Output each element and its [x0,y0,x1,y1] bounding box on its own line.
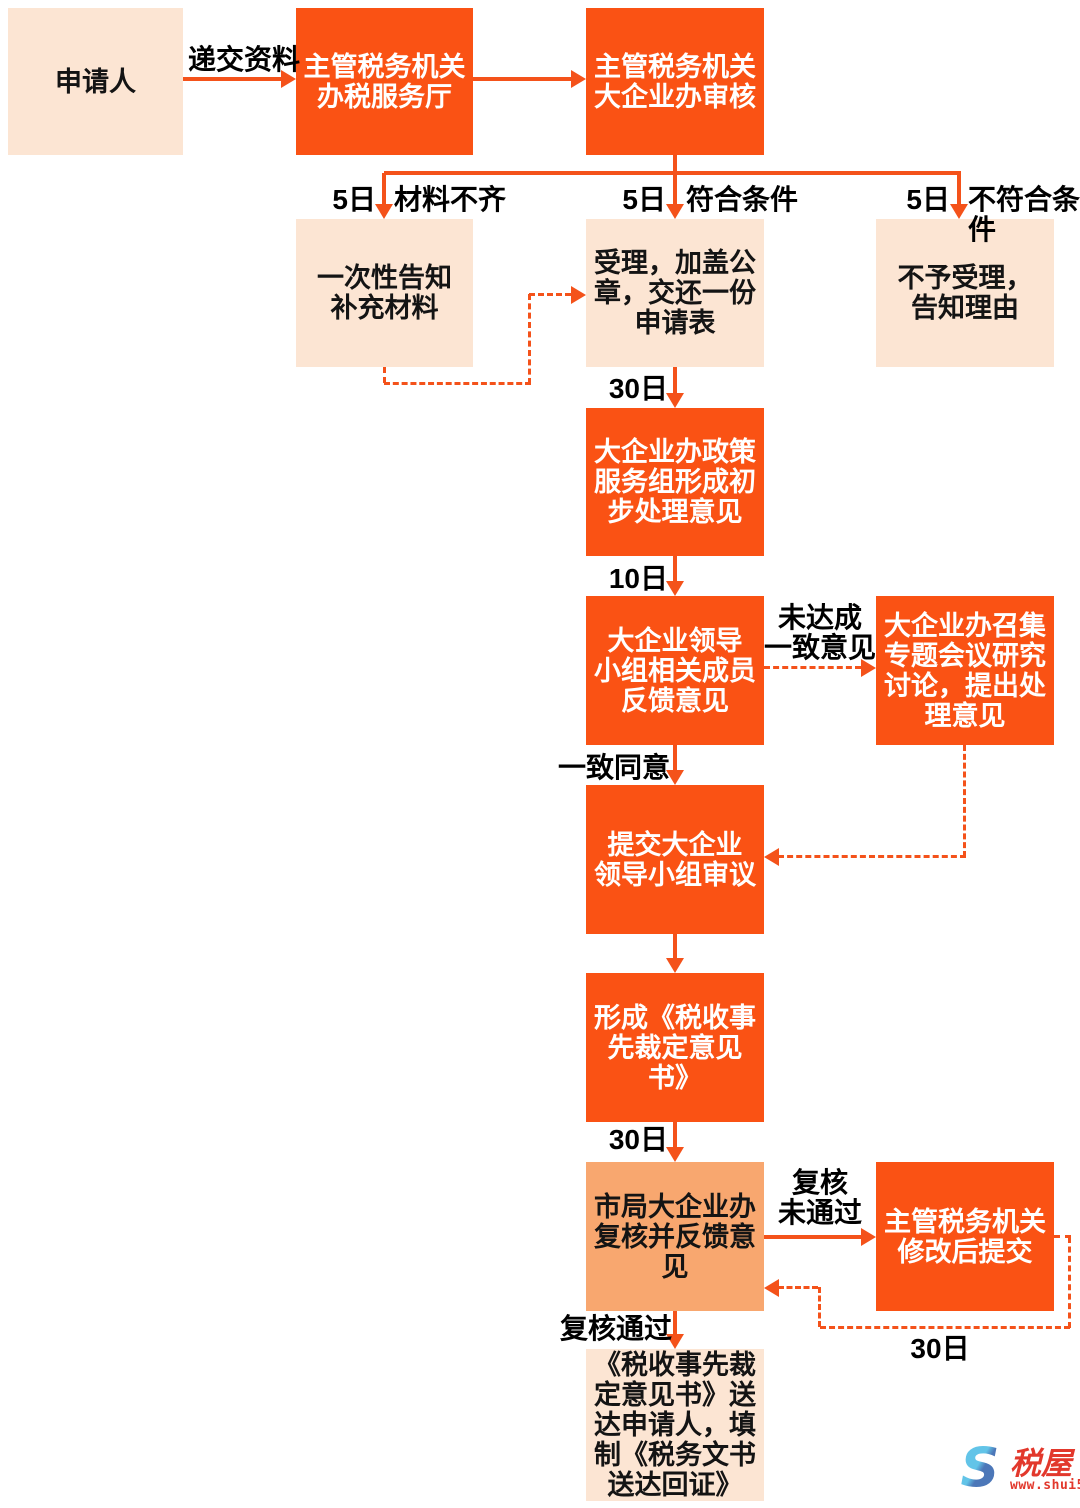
edge-modify-city-dash [1054,1235,1071,1238]
watermark: S 税屋 www.shui5.cn [952,1436,1080,1499]
arrowhead-down-icon [666,958,684,973]
edge-policy-leaders-line [673,556,677,582]
node-service-hall: 主管税务机关 办税服务厅 [296,8,473,155]
svg-text:S: S [961,1442,1000,1494]
arrowhead-right-icon [571,286,586,304]
arrowhead-down-icon [666,1147,684,1162]
edge-modify-city-dash [820,1326,1070,1329]
node-leaders-feedback: 大企业领导 小组相关成员 反馈意见 [586,596,764,745]
edge-accept-policy-line [673,367,677,394]
edge-review-reject-line [957,173,961,205]
node-review: 主管税务机关 大企业办审核 [586,8,764,155]
edge-leaders-meeting-dash [764,666,861,669]
arrowhead-down-icon [666,1334,684,1349]
node-city-review: 市局大企业办 复核并反馈意 见 [586,1162,764,1311]
edge-review-branch-line [384,171,961,175]
arrowhead-down-icon [375,204,393,219]
edge-label-submit-docs: 递交资料 [188,44,301,75]
arrowhead-right-icon [571,70,586,88]
node-modify-resubmit: 主管税务机关 修改后提交 [876,1162,1054,1311]
edge-modify-city-dash [818,1287,821,1327]
edge-meeting-submit-dash [963,745,966,857]
arrowhead-left-icon [764,848,779,866]
edge-leaders-submit-line [673,745,677,771]
edge-label-days30-form: 30日 [608,1124,668,1155]
edge-modify-city-dash [1068,1237,1071,1328]
arrowhead-down-icon [666,770,684,785]
edge-label-days5-left: 5日 [332,184,376,215]
edge-notify-accept-dash [384,382,531,385]
edge-notify-accept-dash [528,294,531,384]
edge-review-down-line [673,155,677,205]
arrowhead-down-icon [666,581,684,596]
arrowhead-down-icon [666,204,684,219]
edge-servicehall-review-line [473,77,571,81]
arrowhead-right-icon [861,659,876,677]
edge-label-agreed: 一致同意 [558,752,671,783]
node-submit-review: 提交大企业 领导小组审议 [586,785,764,934]
arrowhead-down-icon [950,204,968,219]
edge-label-review-passed: 复核通过 [559,1313,672,1344]
node-policy-group: 大企业办政策 服务组形成初 步处理意见 [586,408,764,556]
edge-label-days30-resubmit: 30日 [910,1333,970,1364]
edge-city-modify-line [764,1235,861,1239]
edge-meeting-submit-dash [778,855,966,858]
node-special-meeting: 大企业办召集 专题会议研究 讨论，提出处 理意见 [876,596,1054,745]
edge-review-notify-line [382,173,386,205]
edge-label-days10: 10日 [608,563,668,594]
node-reject: 不予受理， 告知理由 [876,219,1054,367]
watermark-site: www.shui5.cn [1010,1478,1080,1493]
node-notify-supplement: 一次性告知 补充材料 [296,219,473,367]
edge-label-cond-qualified: 符合条件 [686,184,799,215]
edge-label-cond-incomplete: 材料不齐 [394,184,507,215]
node-accept: 受理，加盖公 章，交还一份 申请表 [586,219,764,367]
node-form-opinion: 形成《税收事 先裁定意见书》 [586,973,764,1122]
edge-label-days5-mid: 5日 [622,184,666,215]
watermark-brand: 税屋 [1010,1446,1072,1482]
node-deliver: 《税收事先裁 定意见书》送 达申请人，填 制《税务文书 送达回证》 [586,1349,764,1501]
arrowhead-right-icon [861,1228,876,1246]
edge-label-days5-right: 5日 [906,184,950,215]
edge-submit-form-line [673,934,677,959]
edge-label-review-failed: 复核 未通过 [777,1167,862,1228]
edge-notify-accept-dash [529,293,571,296]
arrowhead-right-icon [281,70,296,88]
edge-label-days30-accept: 30日 [608,373,668,404]
edge-applicant-servicehall-line [183,77,282,81]
edge-notify-accept-dash [383,367,386,383]
edge-label-cond-unqualified: 不符合条件 [968,184,1080,245]
arrowhead-left-icon [764,1279,779,1297]
edge-modify-city-dash [778,1286,818,1289]
node-applicant: 申请人 [8,8,183,155]
edge-label-not-agreed: 未达成 一致意见 [763,602,876,663]
shui5-logo-s-icon: S [961,1436,1000,1499]
arrowhead-down-icon [666,393,684,408]
edge-city-deliver-line [673,1311,677,1335]
edge-form-city-line [673,1122,677,1148]
